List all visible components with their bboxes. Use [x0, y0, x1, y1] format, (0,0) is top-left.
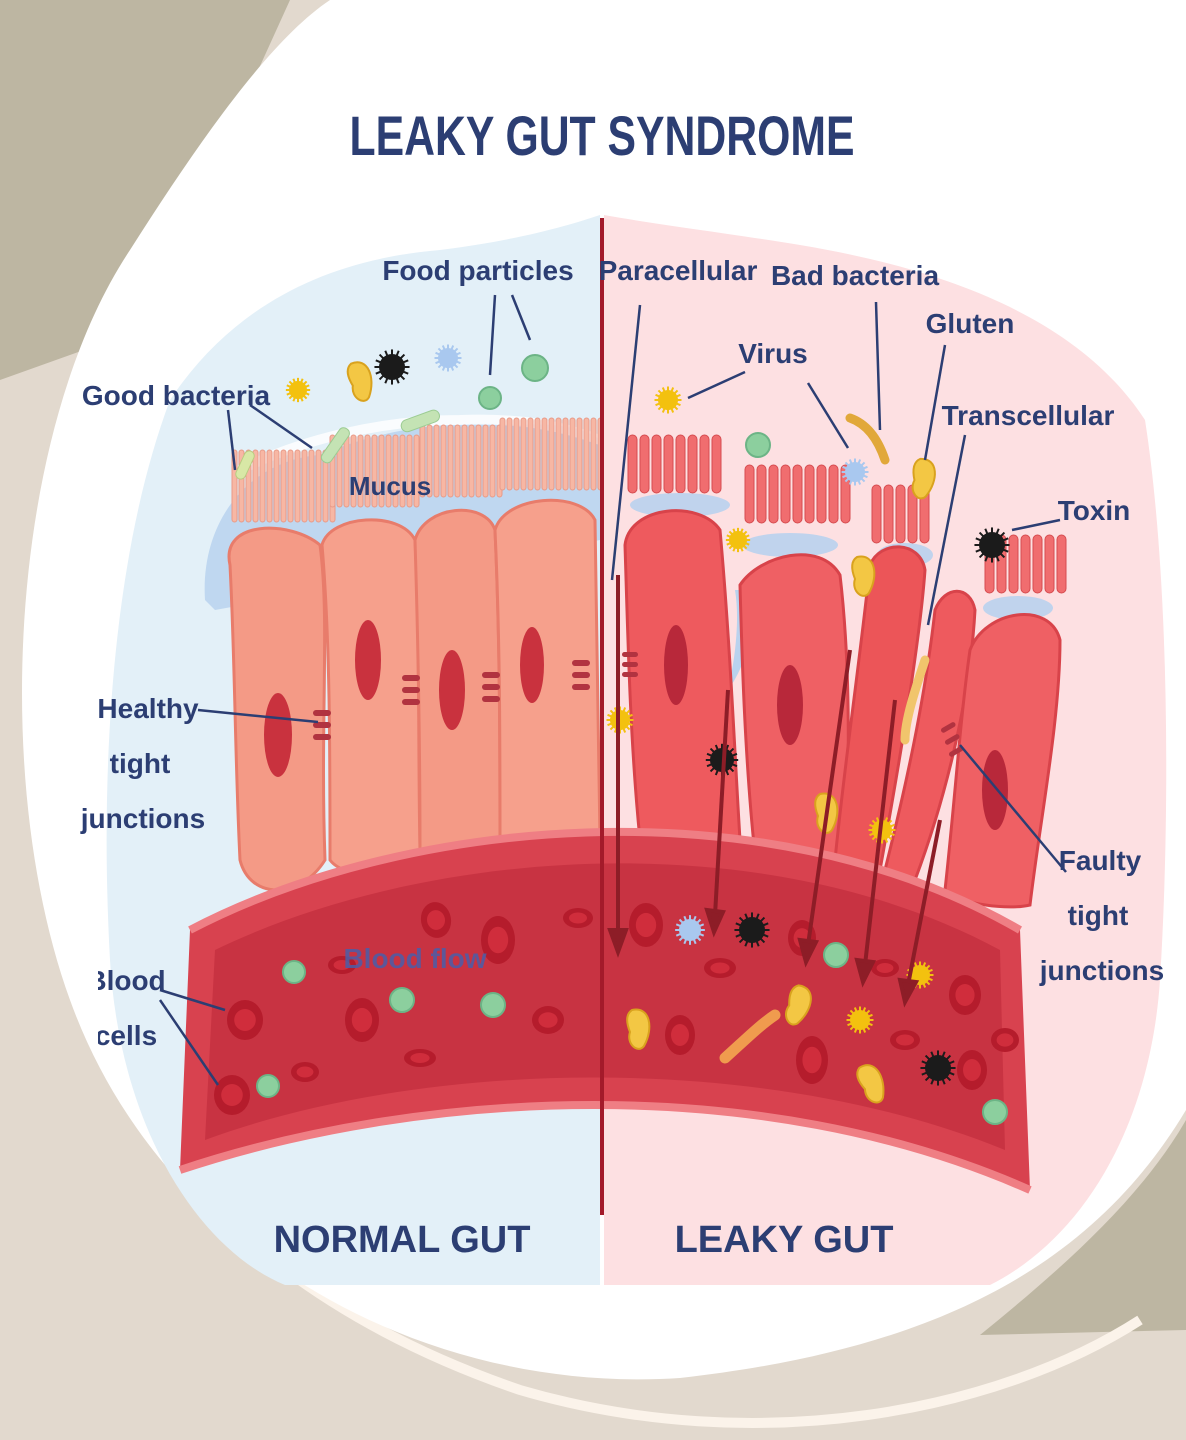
label-toxin: Toxin: [1058, 495, 1131, 526]
label-faulty: Faulty: [1059, 845, 1142, 876]
diagram-title: LEAKY GUT SYNDROME: [350, 104, 855, 167]
label-blood: Blood: [86, 965, 165, 996]
label-paracellular: Paracellular: [599, 255, 758, 286]
virus-particle: [847, 1007, 874, 1034]
virus-particle: [435, 345, 462, 372]
label-gluten: Gluten: [926, 308, 1015, 339]
toxin-particle: [734, 912, 769, 947]
virus-particle: [675, 915, 705, 945]
caption-leaky-gut: LEAKY GUT: [675, 1219, 894, 1261]
red-blood-cell: [957, 1050, 987, 1090]
label-blood-cells: cells: [95, 1020, 157, 1051]
red-blood-cell: [214, 1075, 250, 1115]
white-blood-cell: [481, 993, 505, 1017]
red-blood-cell: [563, 908, 593, 928]
label-healthy-junctions: junctions: [80, 803, 205, 834]
red-blood-cell: [227, 1000, 263, 1040]
label-transcellular: Transcellular: [942, 400, 1115, 431]
label-bad-bacteria: Bad bacteria: [771, 260, 939, 291]
label-healthy-tight: tight: [110, 748, 171, 779]
gluten-particle: [627, 1010, 649, 1049]
food-particle: [479, 387, 501, 409]
red-blood-cell: [704, 958, 736, 978]
virus-particle: [726, 528, 750, 552]
red-blood-cell: [345, 998, 379, 1042]
toxin-particle: [374, 349, 409, 384]
label-good-bacteria: Good bacteria: [82, 380, 271, 411]
red-blood-cell: [665, 1015, 695, 1055]
red-blood-cell: [291, 1062, 319, 1082]
red-blood-cell: [890, 1030, 920, 1050]
gluten-particle: [852, 557, 874, 596]
label-faulty-junctions: junctions: [1039, 955, 1164, 986]
virus-particle: [655, 387, 682, 414]
white-blood-cell: [983, 1100, 1007, 1124]
label-faulty-tight: tight: [1068, 900, 1129, 931]
virus-particle: [842, 459, 869, 486]
red-blood-cell: [796, 1036, 828, 1084]
label-virus: Virus: [738, 338, 808, 369]
label-mucus: Mucus: [349, 471, 431, 501]
red-blood-cell: [949, 975, 981, 1015]
white-blood-cell: [824, 943, 848, 967]
label-food-particles: Food particles: [382, 255, 573, 286]
label-blood-flow: Blood flow: [343, 943, 486, 974]
red-blood-cell: [404, 1049, 436, 1067]
red-blood-cell: [532, 1006, 564, 1034]
yellow-particle: [286, 378, 310, 402]
white-blood-cell: [390, 988, 414, 1012]
food-particle: [746, 433, 770, 457]
label-healthy: Healthy: [97, 693, 199, 724]
toxin-particle: [920, 1050, 955, 1085]
white-blood-cell: [283, 961, 305, 983]
toxin-particle: [974, 527, 1009, 562]
red-blood-cell: [991, 1028, 1019, 1052]
food-particle: [522, 355, 548, 381]
white-blood-cell: [257, 1075, 279, 1097]
red-blood-cell: [629, 903, 663, 947]
caption-normal-gut: NORMAL GUT: [274, 1219, 531, 1261]
